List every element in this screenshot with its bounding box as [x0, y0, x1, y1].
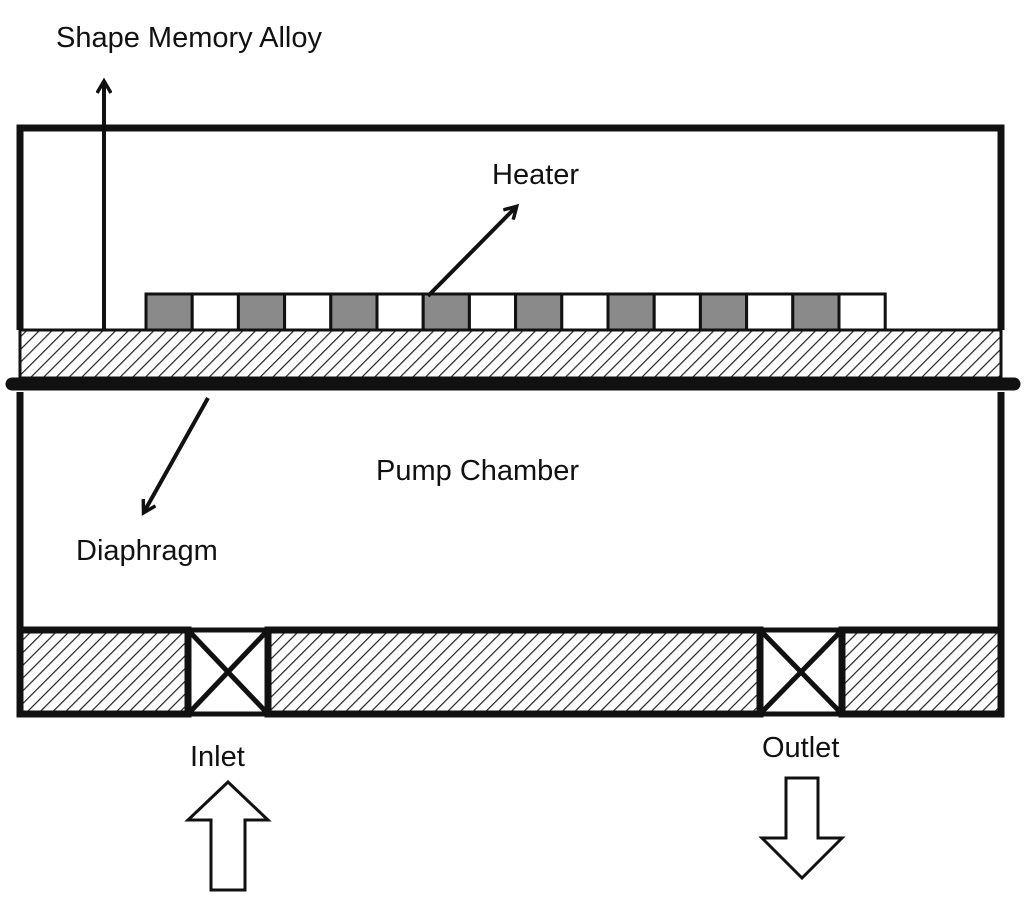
heater-cell [421, 292, 471, 332]
base-block-right [838, 626, 1005, 718]
heater-cell [283, 292, 333, 332]
heater-array [144, 292, 887, 332]
heater-cell [606, 292, 656, 332]
heater-cell [652, 292, 702, 332]
heater-pointer-arrow [426, 207, 516, 298]
outlet-valve [758, 627, 844, 717]
pump-chamber-label: Pump Chamber [376, 455, 579, 487]
shape-memory-alloy-layer [18, 328, 1003, 380]
inlet-label: Inlet [190, 741, 245, 773]
inlet-valve [186, 627, 270, 717]
shape-memory-alloy-label: Shape Memory Alloy [56, 22, 322, 54]
heater-cell [698, 292, 749, 332]
heater-cell [236, 292, 287, 332]
inlet-flow-arrow [184, 779, 272, 892]
outlet-flow-arrow [758, 776, 846, 881]
upper-housing [16, 124, 1005, 330]
base-block-left [16, 626, 192, 718]
heater-cell [791, 292, 841, 332]
heater-label: Heater [492, 159, 579, 191]
heater-cell [329, 292, 379, 332]
diaphragm-label: Diaphragm [76, 535, 218, 567]
heater-cell [514, 292, 564, 332]
heater-cell [375, 292, 425, 332]
heater-cell [467, 292, 518, 332]
heater-cell [560, 292, 610, 332]
base-block-middle [264, 626, 764, 718]
heater-cell [190, 292, 240, 332]
diaphragm-pointer-arrow [144, 397, 210, 512]
heater-cell [745, 292, 795, 332]
heater-cell [837, 292, 887, 332]
outlet-label: Outlet [762, 732, 839, 764]
heater-cell [144, 292, 194, 332]
